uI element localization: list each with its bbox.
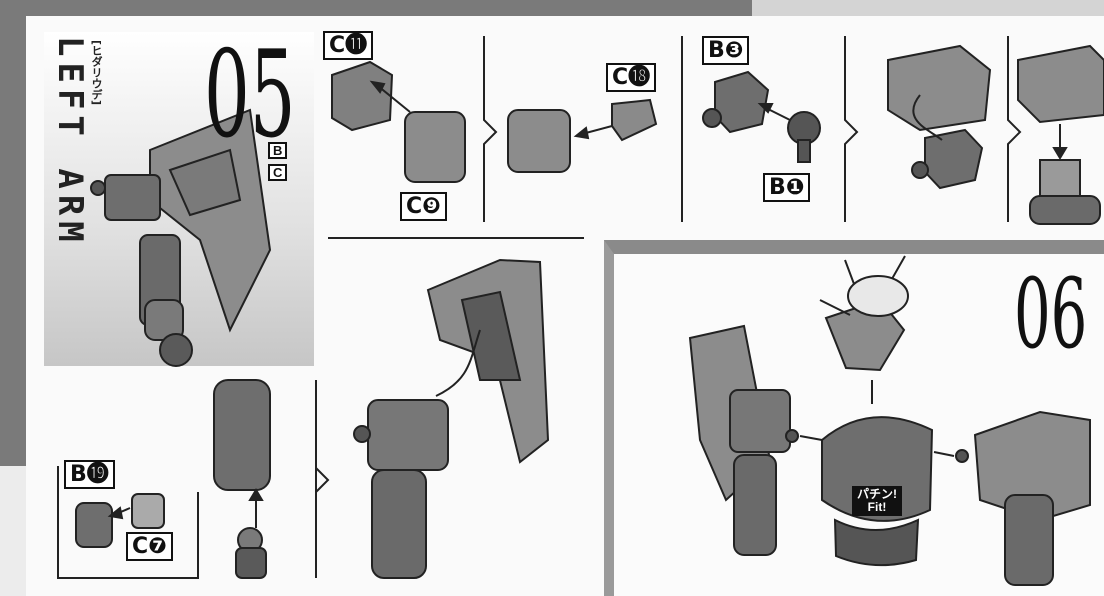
runner-tag-b: B xyxy=(268,142,288,160)
c11-c9-illustration xyxy=(331,60,466,183)
part-label-c9: C❾ xyxy=(400,192,447,221)
left-bar xyxy=(0,16,26,466)
part-label-c11: C⓫ xyxy=(323,31,374,60)
part-label-b3-text: B❸ xyxy=(708,38,744,63)
shoulder-attach-illustration xyxy=(1017,44,1104,225)
part-label-b1: B❶ xyxy=(763,173,811,202)
fit-callout-en: Fit! xyxy=(867,500,887,514)
part-label-b19: B⓳ xyxy=(64,460,115,489)
fit-callout-jp: パチン! xyxy=(857,487,897,501)
part-label-c18: C⓲ xyxy=(606,63,657,92)
step-dividers xyxy=(315,36,1022,578)
part-name-left-arm: LEFT ARM xyxy=(50,36,90,248)
runner-tag-b-label: B xyxy=(268,142,288,159)
part-label-c9-text: C❾ xyxy=(406,194,441,219)
fit-illustration xyxy=(887,44,992,190)
step-number-06: 06 xyxy=(1014,258,1088,370)
part-label-c18-text: C⓲ xyxy=(612,65,651,90)
part-name-japanese: [ヒダリウデ] xyxy=(90,40,103,106)
step-number-05: 05 xyxy=(204,26,296,165)
torso-assembly-illustration xyxy=(688,255,1091,586)
part-label-b1-text: B❶ xyxy=(769,175,805,200)
part-label-c7: C❼ xyxy=(126,532,173,561)
arm-shoulder-join-illustration xyxy=(353,258,550,579)
part-label-c7-text: C❼ xyxy=(132,534,167,559)
fit-callout-badge: パチン! Fit! xyxy=(852,486,902,516)
top-bar-dark xyxy=(0,0,752,16)
c18-illustration xyxy=(507,98,658,173)
b3-b1-illustration xyxy=(702,70,821,163)
runner-tag-c-label: C xyxy=(268,164,288,181)
left-arm-assembled-illustration xyxy=(90,108,272,367)
part-label-b19-text: B⓳ xyxy=(70,462,109,487)
part-label-b3: B❸ xyxy=(702,36,750,65)
b19-c7-illustration xyxy=(57,379,271,579)
runner-tag-c: C xyxy=(268,164,288,182)
top-bar-light xyxy=(752,0,1104,16)
part-label-c11-text: C⓫ xyxy=(329,33,368,58)
